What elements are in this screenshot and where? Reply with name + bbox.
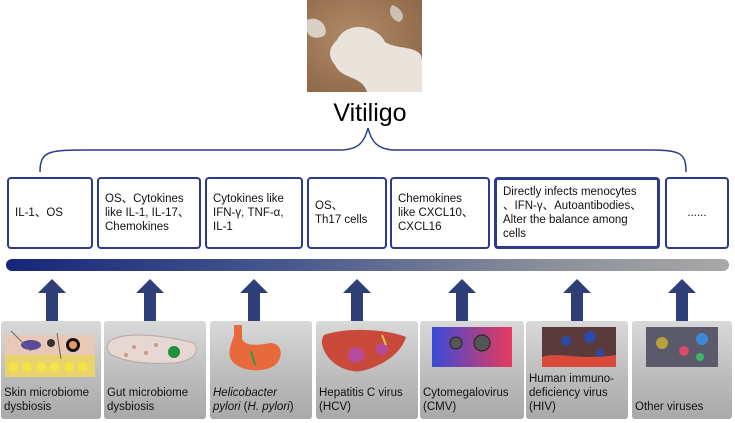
skin-microbiome-icon: [5, 330, 95, 377]
mechanism-text: Chemokines like CXCL10、 CXCL16: [398, 193, 474, 233]
gradient-bar: [6, 259, 729, 271]
stomach-icon: [229, 325, 281, 371]
diagram-title: Vitiligo: [333, 99, 407, 127]
mechanism-text: Directly infects menocytes 、IFN-γ、Autoan…: [503, 186, 642, 240]
factor-label: Hepatitis C virus (HCV): [319, 387, 403, 413]
up-arrow-icon: [38, 279, 66, 321]
factor-card-other: Other viruses: [632, 321, 732, 419]
mechanism-text: IL-1、OS: [15, 207, 63, 219]
mechanism-box-skin: IL-1、OS: [7, 177, 93, 249]
factor-card-hiv: Human immuno- deficiency virus (HIV): [526, 321, 628, 419]
factor-card-gut: Gut microbiome dysbiosis: [104, 321, 206, 419]
up-arrow-icon: [668, 279, 696, 321]
up-arrow-icon: [448, 279, 476, 321]
hiv-virus-icon: [542, 327, 616, 367]
up-arrow-icon: [240, 279, 268, 321]
vitiligo-photo: [307, 0, 422, 92]
cmv-virus-icon: [432, 327, 512, 367]
mechanism-box-hcv: OS、 Th17 cells: [307, 177, 387, 249]
mechanism-text: ......: [687, 207, 707, 219]
mechanism-text: OS、Cytokines like IL-1, IL-17、 Chemokine…: [105, 193, 190, 233]
factor-card-cmv: Cytomegalovirus (CMV): [420, 321, 524, 419]
up-arrow-icon: [563, 279, 591, 321]
mechanism-box-hp: Cytokines like IFN-γ, TNF-α, IL-1: [205, 177, 303, 249]
factor-card-hp: Helicobacter pylori (H. pylori): [210, 321, 312, 419]
mechanism-text: OS、 Th17 cells: [315, 200, 368, 226]
factor-label: Gut microbiome dysbiosis: [107, 387, 189, 413]
factor-label: Helicobacter pylori (H. pylori): [213, 387, 294, 413]
mechanism-box-gut: OS、Cytokines like IL-1, IL-17、 Chemokine…: [97, 177, 201, 249]
other-viruses-icon: [646, 327, 718, 367]
factor-label: Cytomegalovirus (CMV): [423, 387, 509, 413]
factor-label: Other viruses: [635, 401, 704, 413]
factor-label: Skin microbiome dysbiosis: [4, 387, 89, 413]
curly-brace: [39, 127, 687, 173]
factor-label: Human immuno- deficiency virus (HIV): [529, 373, 614, 413]
up-arrow-icon: [136, 279, 164, 321]
liver-virus-icon: [321, 329, 406, 372]
gut-microbiome-icon: [106, 334, 197, 364]
factor-card-hcv: Hepatitis C virus (HCV): [316, 321, 418, 419]
up-arrow-icon: [343, 279, 371, 321]
mechanism-box-hiv: Directly infects menocytes 、IFN-γ、Autoan…: [494, 177, 660, 249]
factor-card-skin: Skin microbiome dysbiosis: [1, 321, 101, 419]
mechanism-text: Cytokines like IFN-γ, TNF-α, IL-1: [213, 193, 284, 233]
mechanism-box-cmv: Chemokines like CXCL10、 CXCL16: [390, 177, 490, 249]
mechanism-box-other: ......: [665, 177, 729, 249]
